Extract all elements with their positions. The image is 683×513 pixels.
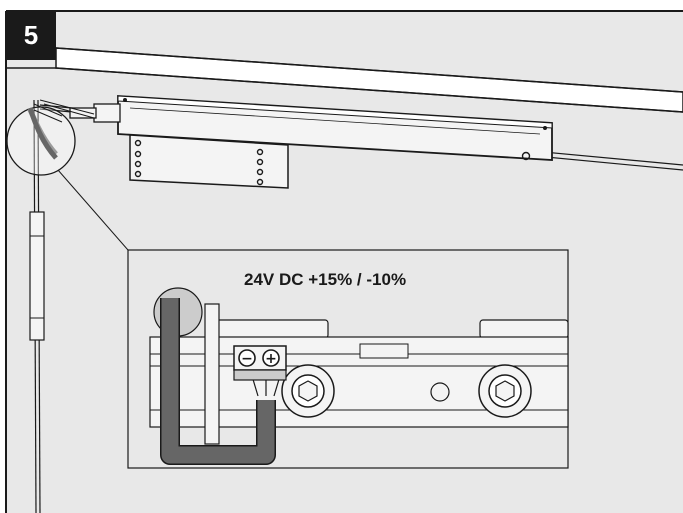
roller-left — [281, 364, 335, 418]
terminal-plus-label: + — [265, 351, 277, 367]
detail-wall-plate — [204, 303, 220, 445]
detail-cable — [153, 287, 281, 465]
terminal-minus-icon — [238, 349, 256, 367]
door-closer-body — [117, 95, 553, 161]
roller-right — [478, 364, 532, 418]
terminal-plus-icon — [262, 349, 280, 367]
terminal-block: − + — [233, 345, 287, 381]
step-number-badge: 5 — [6, 11, 56, 60]
closer-connector — [69, 103, 121, 123]
voltage-label: 24V DC +15% / -10% — [244, 270, 407, 289]
mounting-plate — [129, 134, 289, 189]
door-frame-lines — [6, 47, 683, 113]
door-hinge — [29, 211, 45, 341]
detail-leader — [57, 169, 129, 251]
terminal-minus-label: − — [241, 351, 253, 367]
